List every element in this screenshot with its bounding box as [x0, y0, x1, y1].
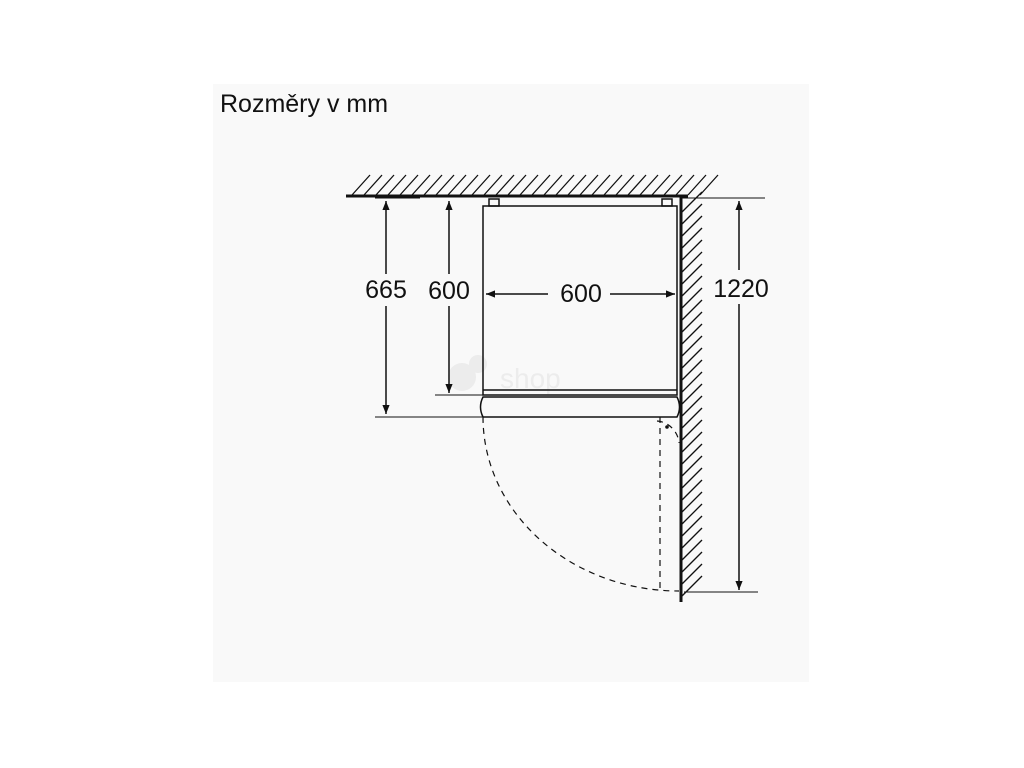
rear-spacer-right	[661, 198, 673, 207]
watermark: shop	[448, 355, 561, 394]
dimension-label-600-depth: 600	[428, 277, 470, 305]
extension-lines	[375, 197, 765, 593]
back-wall	[346, 174, 719, 198]
page-title: Rozměry v mm	[220, 90, 389, 118]
door	[479, 396, 681, 418]
dimension-label-665: 665	[365, 276, 407, 304]
opening-angle-arc	[656, 420, 680, 444]
door-swing	[482, 416, 680, 592]
opening-angle-dot	[665, 425, 669, 429]
dimension-label-1220: 1220	[713, 275, 769, 303]
cabinet	[482, 205, 678, 396]
appliance-body	[479, 198, 681, 418]
watermark-text: shop	[500, 363, 561, 394]
door-swing-arc	[482, 416, 680, 592]
back-wall-hatching	[351, 174, 719, 196]
rear-spacer-left	[488, 198, 500, 207]
side-wall	[679, 191, 703, 602]
side-wall-hatching	[681, 191, 703, 597]
dimension-label-600-width: 600	[560, 280, 602, 308]
